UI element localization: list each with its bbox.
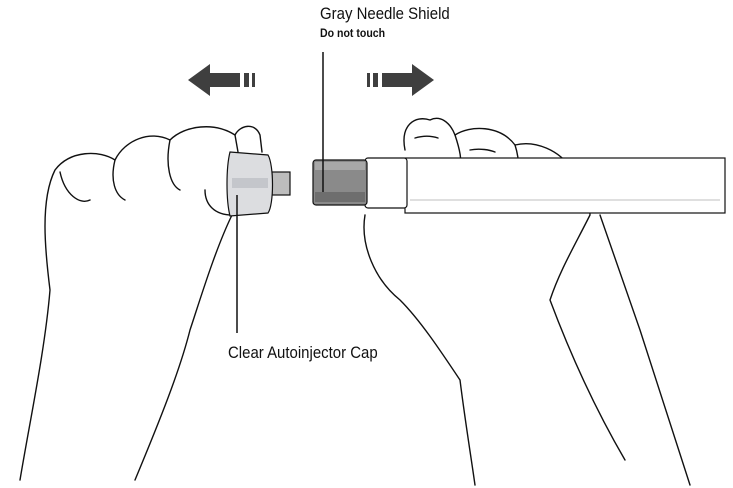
cap-label: Clear Autoinjector Cap (228, 343, 378, 362)
autoinjector-pen (312, 157, 726, 214)
needle-shield-warning: Do not touch (320, 26, 386, 40)
arrow-right-icon (382, 64, 434, 96)
clear-autoinjector-cap (226, 151, 291, 217)
left-hand (19, 125, 263, 481)
arrow-left-icon (188, 64, 240, 96)
needle-shield-label: Gray Needle Shield (320, 4, 450, 23)
